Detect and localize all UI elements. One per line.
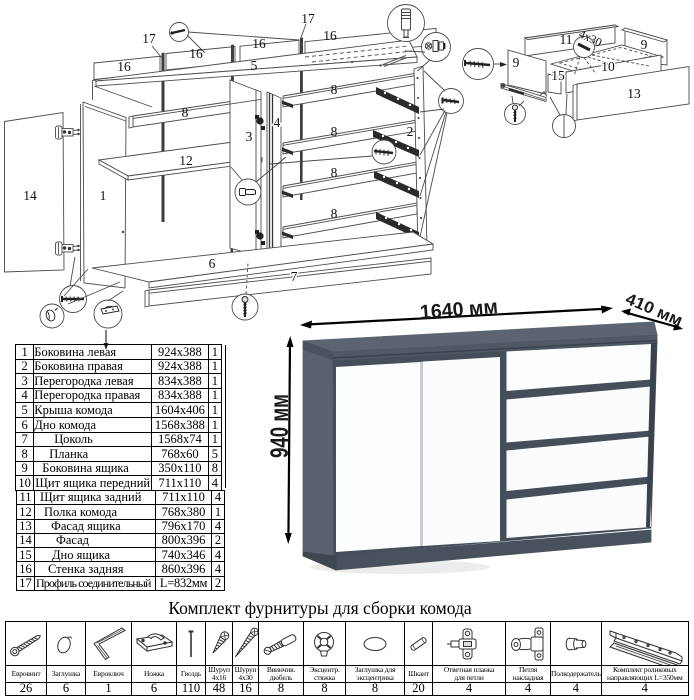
svg-text:8: 8 [182,105,189,120]
svg-text:16: 16 [189,46,203,61]
svg-text:16: 16 [252,36,266,51]
svg-text:1: 1 [100,188,107,203]
svg-text:12: 12 [179,153,193,168]
svg-text:16: 16 [117,59,131,74]
svg-text:13: 13 [627,86,641,101]
svg-text:15: 15 [551,68,565,83]
svg-text:11: 11 [560,32,573,47]
svg-text:2: 2 [407,124,414,139]
svg-text:940 мм: 940 мм [266,394,294,458]
svg-text:14: 14 [23,188,37,203]
svg-text:17: 17 [301,11,315,26]
svg-text:1640 мм: 1640 мм [419,296,498,324]
svg-text:4: 4 [274,115,281,130]
svg-text:8: 8 [331,82,338,97]
svg-text:8: 8 [331,165,338,180]
svg-text:7: 7 [291,269,298,284]
svg-text:6: 6 [209,256,216,271]
svg-text:5: 5 [251,58,258,73]
svg-text:17: 17 [142,31,156,46]
svg-text:9: 9 [641,37,648,52]
svg-text:8: 8 [331,206,338,221]
svg-text:9: 9 [513,55,520,70]
svg-text:3: 3 [246,129,253,144]
svg-text:10: 10 [601,59,615,74]
svg-text:16: 16 [323,28,337,43]
svg-text:8: 8 [331,124,338,139]
